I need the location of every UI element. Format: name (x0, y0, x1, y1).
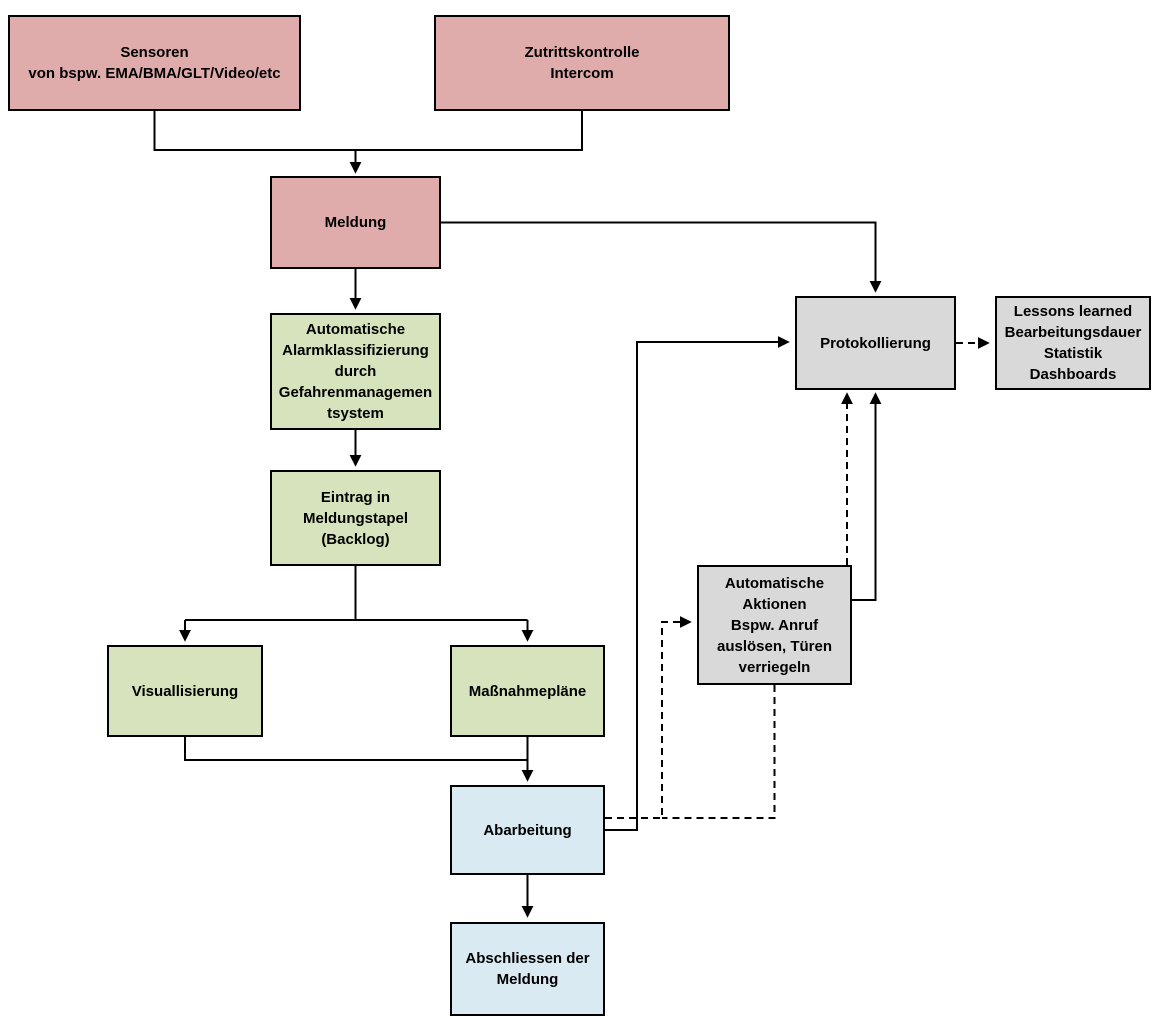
edge-aktionen-protokollierung-solid (852, 392, 882, 601)
node-abschliessen-der-meldung: Abschliessen der Meldung (450, 922, 605, 1016)
edge-abarbeitung-protokollierung (605, 336, 790, 831)
node-visuallisierung: Visuallisierung (107, 645, 263, 737)
node-automatische-aktionen: Automatische Aktionen Bspw. Anruf auslös… (697, 565, 852, 685)
edge-aktionen-return-dashed (662, 685, 776, 819)
node-zutrittskontrolle: Zutrittskontrolle Intercom (434, 15, 730, 111)
node-massnahmeplaene: Maßnahmepläne (450, 645, 605, 737)
edge-abarbeitung-aktionen-dashed (605, 616, 692, 819)
node-sensoren: Sensoren von bspw. EMA/BMA/GLT/Video/etc (8, 15, 301, 111)
edge-visuallisierung-join (184, 737, 528, 761)
edge-eintrag-split-stem (185, 566, 528, 621)
node-lessons-learned: Lessons learned Bearbeitungsdauer Statis… (995, 296, 1151, 390)
node-meldung: Meldung (270, 176, 441, 269)
node-abarbeitung: Abarbeitung (450, 785, 605, 875)
node-alarmklassifizierung: Automatische Alarmklassifizierung durch … (270, 313, 441, 430)
node-eintrag-backlog: Eintrag in Meldungstapel (Backlog) (270, 470, 441, 566)
edge-sources-merge (153, 111, 583, 151)
edge-meldung-protokollierung (441, 221, 882, 293)
node-protokollierung: Protokollierung (795, 296, 956, 390)
